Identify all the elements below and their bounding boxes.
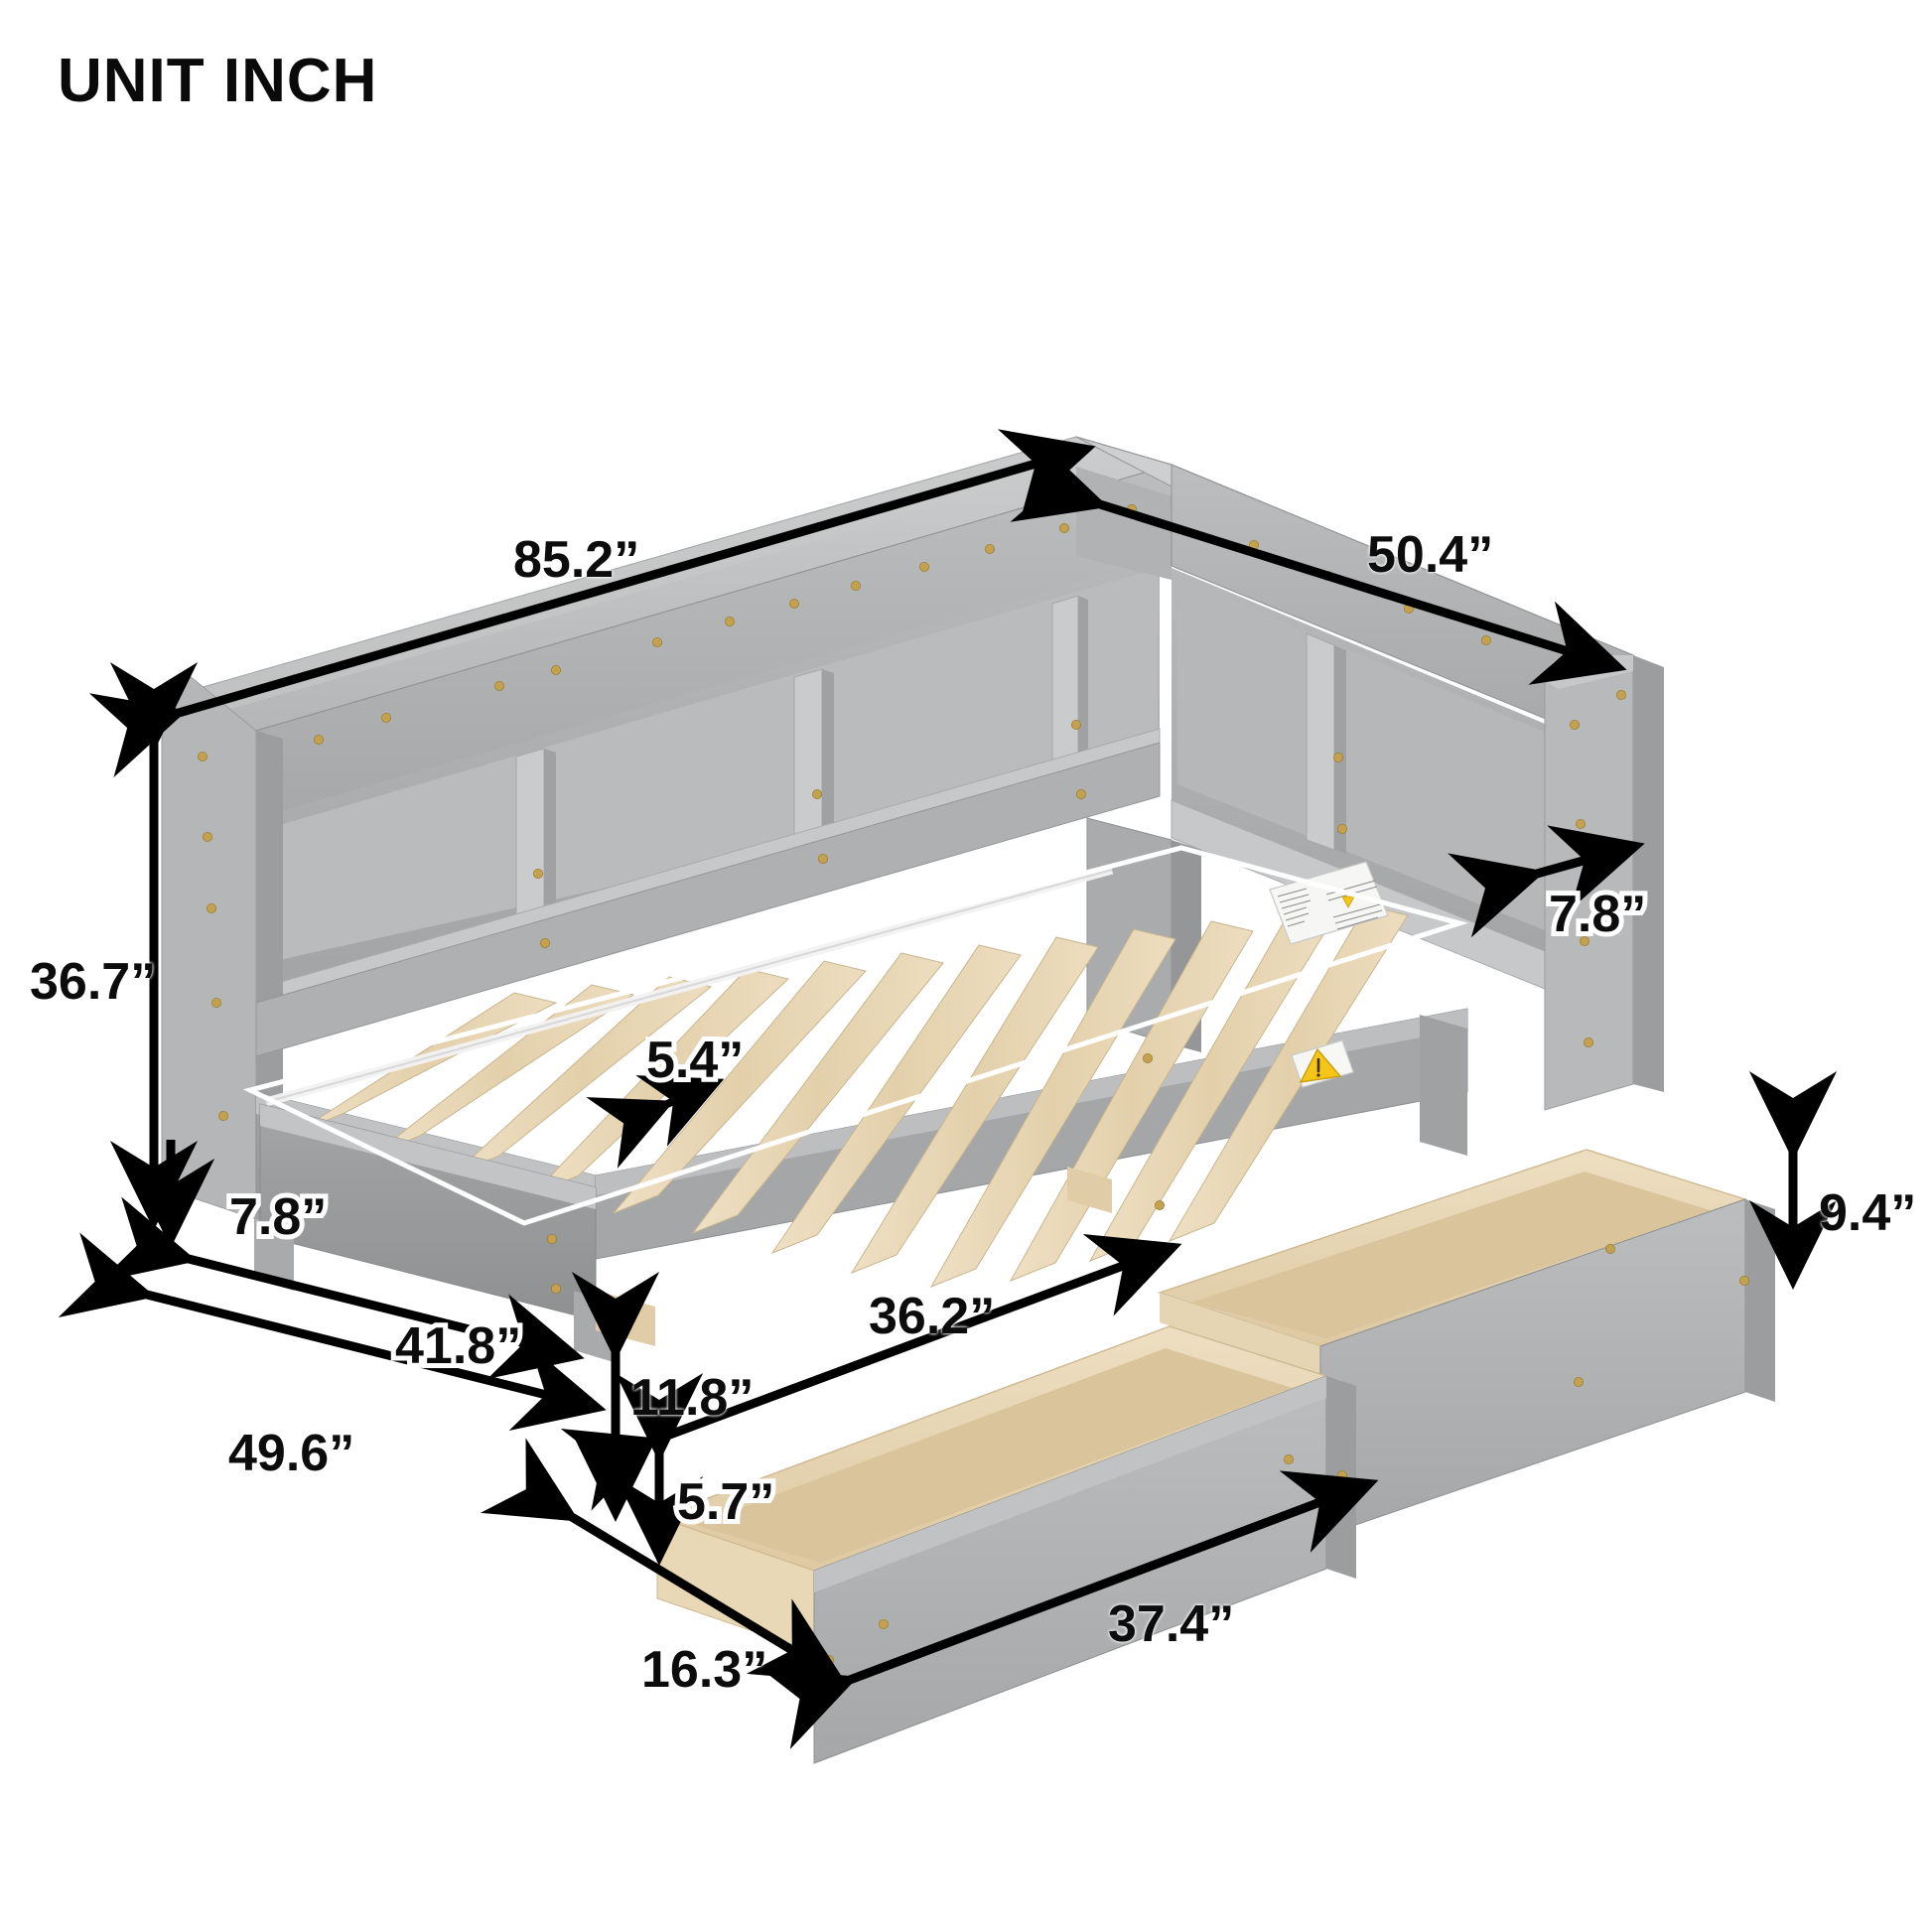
dimension-label-16-3: 16.3”: [641, 1641, 768, 1699]
warning-triangle-sticker: [1291, 1039, 1354, 1088]
dim-line-49-6: [58, 1232, 607, 1432]
dim-line-85-2: [88, 429, 1096, 777]
dim-line-5-4: [586, 1075, 725, 1169]
dimension-label-5-4: 5.4”: [641, 1030, 749, 1091]
mattress-area-outline: [242, 845, 1468, 1226]
dimension-label-49-6: 49.6”: [228, 1425, 355, 1482]
dim-line-50-4: [1010, 438, 1627, 685]
dim-line-7-8-right: [1448, 825, 1645, 938]
dimension-label-50-4: 50.4”: [1367, 526, 1494, 584]
dimension-label-9-4: 9.4”: [1819, 1184, 1917, 1242]
dimension-label-85-2: 85.2”: [513, 531, 640, 589]
bed-back-rail: [255, 742, 1161, 1057]
dimension-label-36-7: 36.7”: [30, 953, 157, 1011]
dim-line-platform-diagonal: [264, 959, 1448, 1084]
dim-line-36-2: [560, 1233, 1182, 1511]
drawer-rear: [1157, 1149, 1775, 1538]
page-title: UNIT INCH: [58, 47, 378, 115]
dimension-label-11-8: 11.8”: [630, 1369, 755, 1427]
dimension-label-41-8: 41.8”: [390, 1315, 526, 1377]
dimension-label-5-7: 5.7”: [672, 1471, 779, 1533]
bed-slats: [264, 865, 1409, 1288]
dimension-label-36-2: 36.2”: [869, 1288, 996, 1345]
dimension-label-7-8-left: 7.8”: [224, 1186, 332, 1248]
dimension-label-37-4: 37.4”: [1108, 1595, 1235, 1653]
dimension-label-7-8-right: 7.8”: [1544, 884, 1651, 945]
dim-line-37-4: [759, 1470, 1379, 1749]
bed-right-leg: [1420, 1015, 1467, 1156]
